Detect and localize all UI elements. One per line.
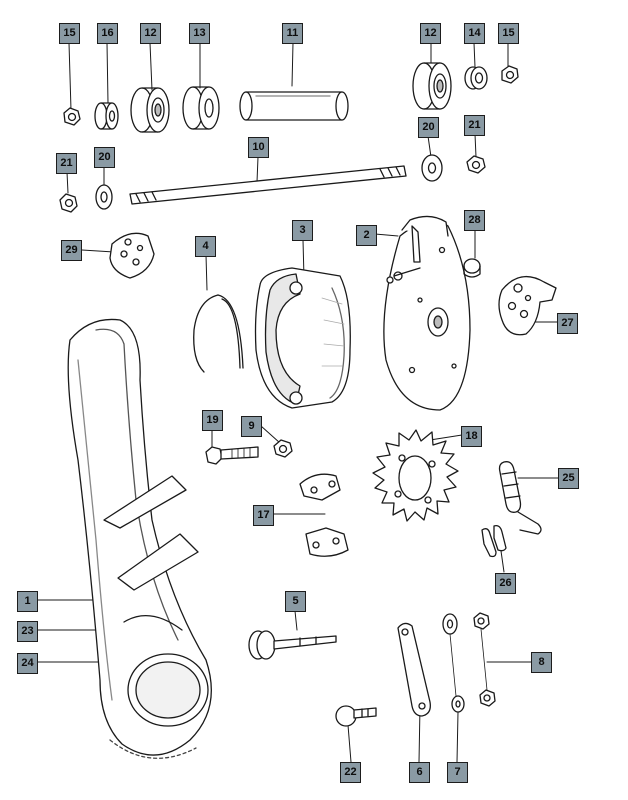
callout-7: 7	[447, 762, 468, 783]
callout-29: 29	[61, 240, 82, 261]
backing-plate-2	[383, 215, 471, 411]
swing-arm-1	[67, 318, 212, 759]
callout-15-label: 15	[502, 27, 515, 39]
bushing-13	[182, 86, 220, 130]
callout-18-label: 18	[465, 430, 478, 442]
washer-20-left	[95, 184, 113, 210]
callout-3: 3	[292, 220, 313, 241]
callout-21-label: 21	[60, 157, 73, 169]
plate-29	[109, 232, 155, 279]
callout-20: 20	[94, 147, 115, 168]
callout-20: 20	[418, 117, 439, 138]
callout-19-label: 19	[206, 414, 219, 426]
callout-1-label: 1	[24, 595, 31, 607]
callout-13-label: 13	[193, 27, 206, 39]
callout-18: 18	[461, 426, 482, 447]
callout-22-label: 22	[344, 766, 357, 778]
plate-27	[498, 275, 557, 336]
callout-16-label: 16	[101, 27, 114, 39]
callout-27: 27	[557, 313, 578, 334]
callout-28: 28	[464, 210, 485, 231]
spacer-14	[464, 66, 488, 90]
spring-4	[193, 294, 244, 373]
callout-25: 25	[558, 468, 579, 489]
clamp-17	[299, 473, 349, 557]
callout-15: 15	[498, 23, 519, 44]
callout-4: 4	[195, 236, 216, 257]
callout-6: 6	[409, 762, 430, 783]
callout-23-label: 23	[21, 625, 34, 637]
lever-6	[397, 622, 431, 717]
callout-8-label: 8	[538, 656, 545, 668]
spacer-16	[94, 102, 119, 130]
callout-24: 24	[17, 653, 38, 674]
axle-10	[129, 165, 407, 205]
callout-26: 26	[495, 573, 516, 594]
callout-9-label: 9	[248, 420, 255, 432]
callout-2: 2	[356, 225, 377, 246]
bolt-28	[463, 258, 481, 278]
chain-25	[498, 461, 542, 535]
callout-5: 5	[285, 591, 306, 612]
callout-14-label: 14	[468, 27, 481, 39]
callout-11: 11	[282, 23, 303, 44]
callout-12-label: 12	[144, 27, 157, 39]
callout-5-label: 5	[292, 595, 299, 607]
callout-11-label: 11	[286, 27, 299, 39]
nut-15-left	[63, 107, 81, 126]
nut-21-right	[466, 155, 486, 174]
callout-23: 23	[17, 621, 38, 642]
callout-20-label: 20	[98, 151, 111, 163]
bolt-19	[205, 446, 259, 465]
callout-21: 21	[56, 153, 77, 174]
callout-15: 15	[59, 23, 80, 44]
callout-16: 16	[97, 23, 118, 44]
callout-7-label: 7	[454, 766, 461, 778]
pin-5	[248, 630, 337, 660]
nut-15-right	[501, 65, 519, 84]
callout-15-label: 15	[63, 27, 76, 39]
nuts-8	[473, 612, 496, 707]
callout-19: 19	[202, 410, 223, 431]
callout-25-label: 25	[562, 472, 575, 484]
callout-12: 12	[140, 23, 161, 44]
callout-26-label: 26	[499, 577, 512, 589]
callout-10-label: 10	[252, 141, 265, 153]
callout-20-label: 20	[422, 121, 435, 133]
callout-21: 21	[464, 115, 485, 136]
callout-17-label: 17	[257, 509, 270, 521]
bearing-12-left	[130, 87, 170, 133]
callout-2-label: 2	[363, 229, 370, 241]
callout-8: 8	[531, 652, 552, 673]
nut-9	[273, 439, 293, 458]
callout-29-label: 29	[65, 244, 78, 256]
bearing-12-right	[412, 62, 452, 110]
callout-3-label: 3	[299, 224, 306, 236]
tube-11	[239, 91, 349, 121]
sprocket-18	[372, 429, 459, 522]
callout-10: 10	[248, 137, 269, 158]
washers-7	[442, 613, 465, 713]
callout-6-label: 6	[416, 766, 423, 778]
brake-shoes-3	[254, 267, 351, 409]
callout-27-label: 27	[561, 317, 574, 329]
callout-12: 12	[420, 23, 441, 44]
callout-22: 22	[340, 762, 361, 783]
callout-24-label: 24	[21, 657, 34, 669]
washer-20-right	[421, 154, 443, 182]
callout-13: 13	[189, 23, 210, 44]
callout-12-label: 12	[424, 27, 437, 39]
chain-link-26	[481, 524, 507, 558]
callout-4-label: 4	[202, 240, 209, 252]
nut-21-left	[59, 193, 78, 213]
callout-17: 17	[253, 505, 274, 526]
callout-9: 9	[241, 416, 262, 437]
callout-28-label: 28	[468, 214, 481, 226]
bolt-22	[335, 705, 377, 727]
callout-1: 1	[17, 591, 38, 612]
callout-14: 14	[464, 23, 485, 44]
callout-21-label: 21	[468, 119, 481, 131]
